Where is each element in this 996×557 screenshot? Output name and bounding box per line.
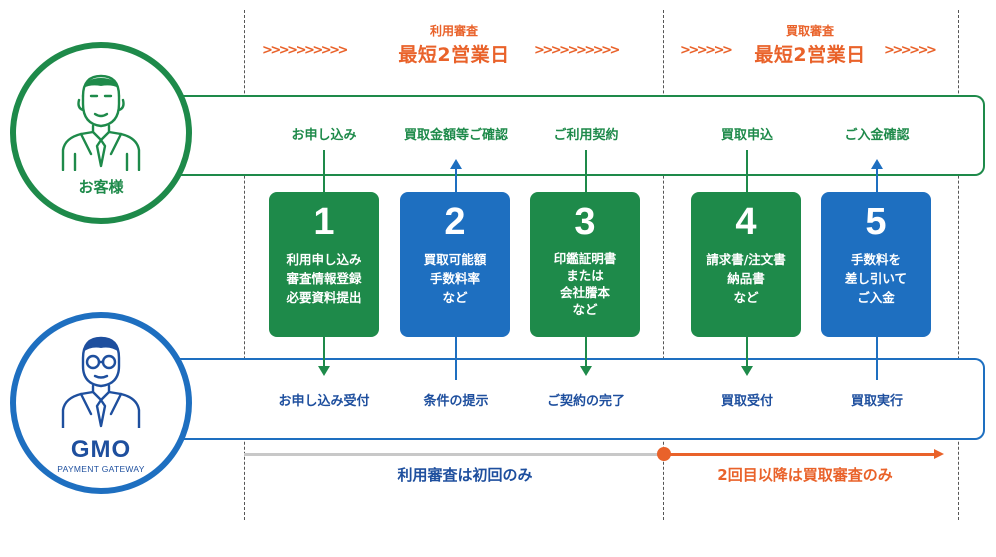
step-text: 請求書/注文書: [706, 252, 786, 267]
step-number: 1: [313, 201, 335, 243]
customer-action-4: 買取申込: [720, 128, 773, 143]
step-number: 3: [574, 201, 596, 243]
phase-1-title: 最短2営業日: [398, 44, 510, 66]
step-text: 必要資料提出: [286, 290, 362, 305]
arrow-down-icon: [741, 366, 753, 376]
chevrons-icon: >>>>>>: [884, 43, 937, 58]
step-number: 2: [444, 201, 466, 243]
gmo-action-2: 条件の提示: [423, 394, 489, 409]
step-text: など: [733, 290, 759, 305]
divider-line: [663, 10, 664, 520]
gmo-logo: GMO: [70, 436, 132, 463]
arrow-up-icon: [450, 159, 462, 169]
step-text: 手数料を: [850, 252, 901, 267]
note-after: 2回目以降は買取審査のみ: [717, 466, 893, 484]
step-text: 手数料率: [429, 271, 480, 286]
gmo-action-4: 買取受付: [720, 394, 773, 409]
arrow-line: [585, 337, 587, 367]
step-text: または: [566, 268, 604, 283]
gmo-logo-subtitle: PAYMENT GATEWAY: [57, 464, 145, 474]
arrow-line: [455, 337, 457, 380]
gmo-circle: GMO PAYMENT GATEWAY: [10, 312, 192, 494]
step-text: 会社謄本: [559, 285, 610, 300]
chevrons-icon: >>>>>>: [680, 43, 733, 58]
timeline-first-bar: [244, 453, 664, 456]
step-box-1: 1 利用申し込み 審査情報登録 必要資料提出: [269, 192, 379, 337]
arrow-line: [585, 150, 587, 192]
step-box-4: 4 請求書/注文書 納品書 など: [691, 192, 801, 337]
divider-line: [244, 10, 245, 520]
divider-line: [958, 10, 959, 520]
step-text: 利用申し込み: [286, 252, 362, 267]
step-box-3: 3 印鑑証明書 または 会社謄本 など: [530, 192, 640, 337]
step-text: 差し引いて: [844, 271, 908, 286]
step-text: 印鑑証明書: [553, 251, 617, 266]
chevrons-icon: >>>>>>>>>>: [262, 43, 348, 58]
step-text: 買取可能額: [423, 252, 487, 267]
arrow-line: [876, 337, 878, 380]
chevrons-icon: >>>>>>>>>>: [534, 43, 620, 58]
step-box-5: 5 手数料を 差し引いて ご入金: [821, 192, 931, 337]
arrow-down-icon: [318, 366, 330, 376]
step-text: 審査情報登録: [286, 271, 362, 286]
arrow-line: [746, 150, 748, 192]
gmo-action-3: ご契約の完了: [546, 394, 625, 409]
step-number: 5: [865, 201, 887, 243]
step-text: など: [572, 302, 598, 317]
gmo-staff-icon: [61, 336, 141, 428]
arrow-line: [746, 337, 748, 367]
phase-2-title: 最短2営業日: [754, 44, 866, 66]
timeline-dot: [657, 447, 671, 461]
customer-label: お客様: [78, 178, 124, 196]
customer-action-5: ご入金確認: [844, 128, 910, 143]
step-text: など: [442, 290, 468, 305]
phase-1-subtitle: 利用審査: [429, 24, 478, 38]
note-first-only: 利用審査は初回のみ: [397, 466, 533, 484]
arrow-right-icon: [934, 449, 944, 459]
step-text: 納品書: [727, 271, 765, 286]
arrow-line: [455, 168, 457, 192]
gmo-lane: [140, 358, 985, 440]
gmo-action-1: お申し込み受付: [278, 394, 370, 409]
phase-2-subtitle: 買取審査: [785, 24, 834, 38]
customer-lane: [140, 95, 985, 176]
customer-action-2: 買取金額等ご確認: [403, 128, 508, 143]
customer-action-1: お申し込み: [291, 128, 357, 143]
gmo-action-5: 買取実行: [850, 394, 903, 409]
arrow-line: [323, 337, 325, 367]
customer-icon: [61, 74, 141, 171]
step-box-2: 2 買取可能額 手数料率 など: [400, 192, 510, 337]
arrow-up-icon: [871, 159, 883, 169]
step-text: ご入金: [857, 290, 895, 305]
arrow-line: [876, 168, 878, 192]
timeline-after-bar: [664, 453, 936, 456]
customer-action-3: ご利用契約: [553, 128, 619, 143]
step-number: 4: [735, 201, 757, 243]
arrow-down-icon: [580, 366, 592, 376]
customer-circle: お客様: [10, 42, 192, 224]
arrow-line: [323, 150, 325, 192]
